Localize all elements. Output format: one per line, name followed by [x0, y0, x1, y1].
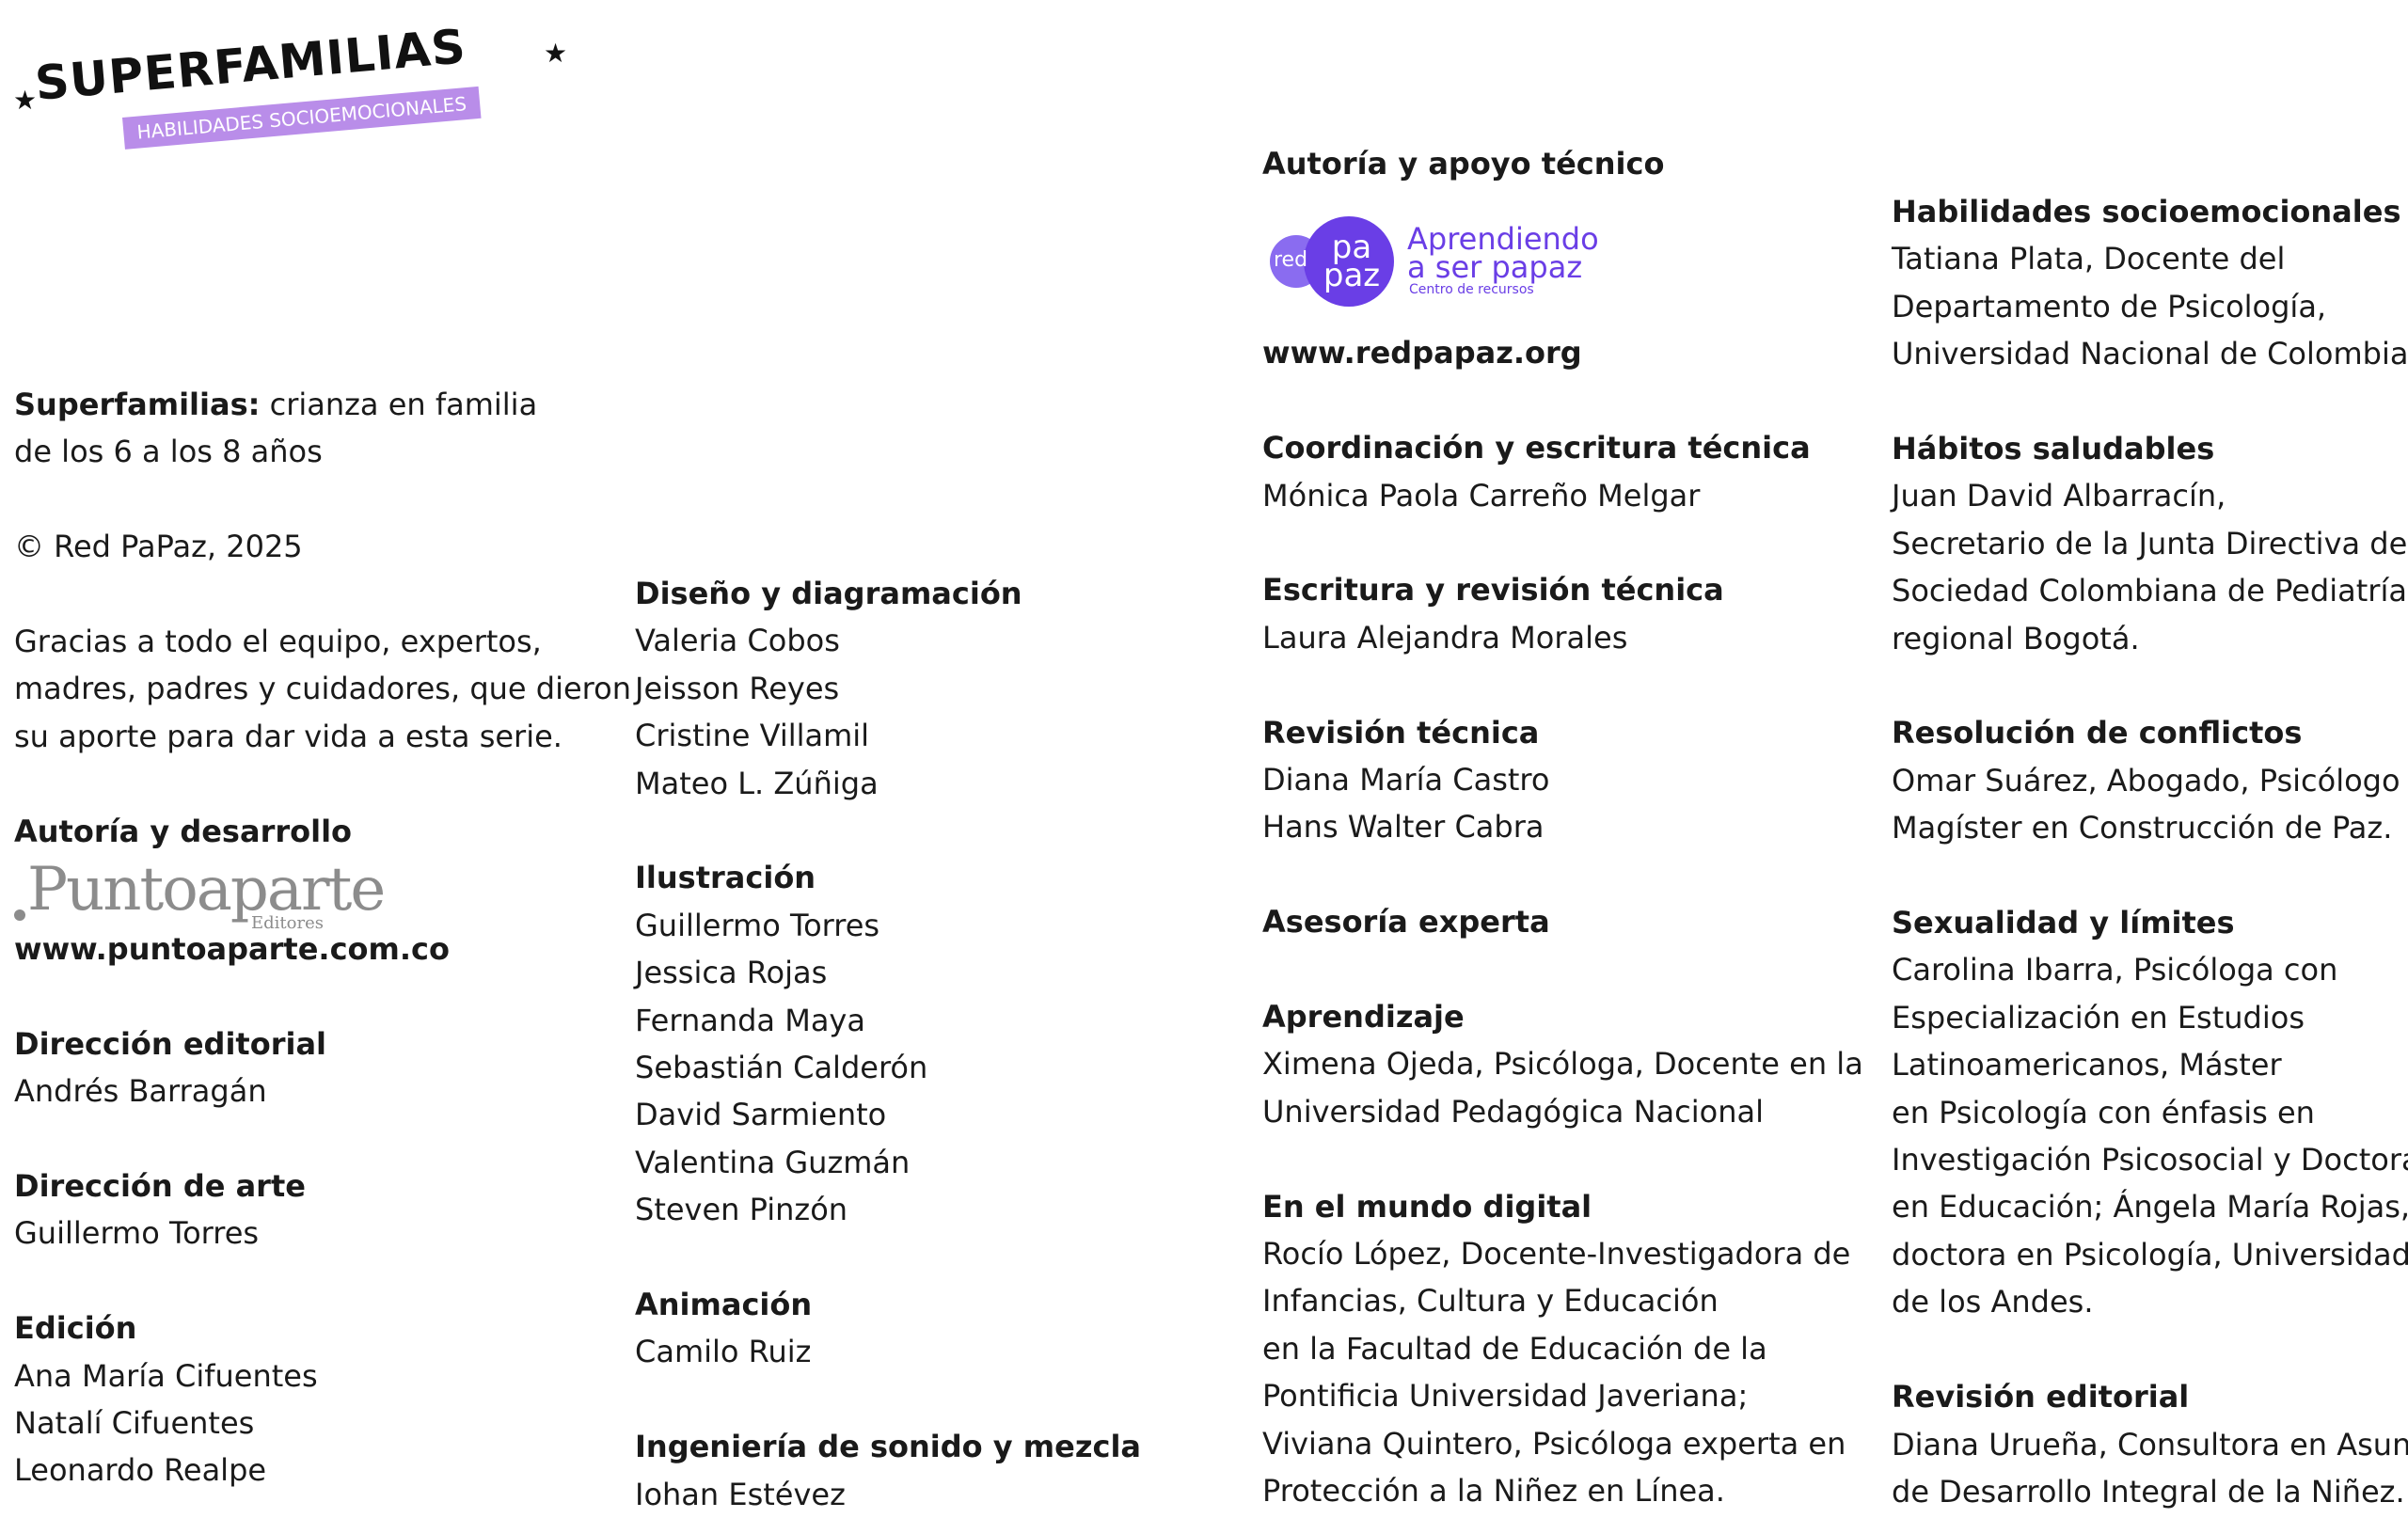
- redpapaz-logo: red pa paz Aprendiendo a ser papaz Centr…: [1262, 214, 1601, 308]
- habits-heading: Hábitos saludables: [1892, 431, 2215, 467]
- learning-line: Ximena Ojeda, Psicóloga, Docente en la: [1262, 1046, 1863, 1083]
- socioemotional-line: Tatiana Plata, Docente del: [1892, 241, 2286, 277]
- digital-line: Pontificia Universidad Javeriana;: [1262, 1378, 1749, 1415]
- edition-name: Natalí Cifuentes: [14, 1405, 255, 1442]
- logo-tagline-line1: Aprendiendo: [1407, 221, 1599, 257]
- logo-tagline-line2: a ser papaz: [1407, 249, 1583, 285]
- digital-line: Infancias, Cultura y Educación: [1262, 1283, 1719, 1320]
- editorial-review-heading: Revisión editorial: [1892, 1379, 2190, 1415]
- illustration-name: David Sarmiento: [635, 1097, 887, 1133]
- editorial-direction-heading: Dirección editorial: [14, 1025, 326, 1062]
- edition-name: Leonardo Realpe: [14, 1452, 267, 1489]
- conflict-heading: Resolución de conflictos: [1892, 715, 2303, 751]
- logo-tagline-line3: Centro de recursos: [1409, 282, 1534, 297]
- digital-line: Protección a la Niñez en Línea.: [1262, 1473, 1725, 1510]
- illustration-heading: Ilustración: [635, 860, 816, 896]
- puntoaparte-logo-sub: Editores: [251, 913, 324, 933]
- authorship-heading: Autoría y desarrollo: [14, 813, 353, 849]
- thanks-line: Gracias a todo el equipo, expertos,: [14, 624, 542, 659]
- technical-review-name: Diana María Castro: [1262, 762, 1550, 799]
- coordination-name: Mónica Paola Carreño Melgar: [1262, 477, 1701, 514]
- illustration-name: Fernanda Maya: [635, 1002, 865, 1038]
- sound-heading: Ingeniería de sonido y mezcla: [635, 1429, 1141, 1465]
- art-direction-name: Guillermo Torres: [14, 1215, 260, 1252]
- animation-heading: Animación: [635, 1287, 813, 1323]
- credits-column-4: Habilidades socioemocionales Tatiana Pla…: [1892, 188, 2408, 1515]
- socioemotional-line: Departamento de Psicología,: [1892, 288, 2327, 324]
- socioemotional-line: Universidad Nacional de Colombia.: [1892, 336, 2408, 372]
- habits-line: regional Bogotá.: [1892, 620, 2140, 656]
- habits-line: Sociedad Colombiana de Pediatría,: [1892, 573, 2408, 609]
- thanks-line: su aporte para dar vida a esta serie.: [14, 718, 562, 754]
- sexuality-line: Investigación Psicosocial y Doctora: [1892, 1142, 2408, 1178]
- book-title-bold: Superfamilias:: [14, 387, 261, 422]
- digital-line: en la Facultad de Educación de la: [1262, 1330, 1767, 1367]
- support-heading: Autoría y apoyo técnico: [1262, 146, 1665, 182]
- sexuality-line: en Psicología con énfasis en: [1892, 1094, 2315, 1131]
- star-icon: ★: [544, 38, 568, 69]
- technical-review-name: Hans Walter Cabra: [1262, 809, 1545, 846]
- design-name: Mateo L. Zúñiga: [635, 765, 879, 801]
- digital-heading: En el mundo digital: [1262, 1188, 1592, 1225]
- design-heading: Diseño y diagramación: [635, 576, 1022, 611]
- illustration-name: Jessica Rojas: [635, 955, 828, 991]
- superfamilias-logo: ★ SUPERFAMILIAS ★ HABILIDADES SOCIOEMOCI…: [9, 19, 574, 169]
- credits-column-1: Superfamilias: crianza en familia de los…: [14, 381, 631, 1494]
- sound-name: Iohan Estévez: [635, 1476, 846, 1512]
- art-direction-heading: Dirección de arte: [14, 1168, 306, 1205]
- logo-circle-large: [1304, 216, 1394, 307]
- sexuality-line: doctora en Psicología, Universidad: [1892, 1236, 2408, 1273]
- copyright: © Red PaPaz, 2025: [14, 529, 303, 565]
- design-name: Jeisson Reyes: [635, 670, 840, 706]
- habits-line: Secretario de la Junta Directiva de la: [1892, 525, 2408, 561]
- animation-name: Camilo Ruiz: [635, 1334, 812, 1370]
- editorial-review-line: Diana Urueña, Consultora en Asuntos: [1892, 1426, 2408, 1463]
- puntoaparte-logo: Puntoaparte Editores: [14, 855, 386, 936]
- design-name: Valeria Cobos: [635, 623, 840, 659]
- sexuality-line: Latinoamericanos, Máster: [1892, 1047, 2282, 1083]
- technical-review-heading: Revisión técnica: [1262, 714, 1540, 751]
- editorial-direction-name: Andrés Barragán: [14, 1073, 267, 1110]
- thanks-line: madres, padres y cuidadores, que dieron: [14, 671, 631, 707]
- sexuality-line: de los Andes.: [1892, 1284, 2094, 1320]
- writing-name: Laura Alejandra Morales: [1262, 619, 1628, 656]
- illustration-name: Valentina Guzmán: [635, 1144, 911, 1180]
- writing-heading: Escritura y revisión técnica: [1262, 572, 1724, 609]
- edition-heading: Edición: [14, 1310, 137, 1347]
- illustration-name: Guillermo Torres: [635, 907, 880, 943]
- dot-icon: [14, 909, 25, 921]
- learning-heading: Aprendizaje: [1262, 999, 1465, 1036]
- book-title: Superfamilias: crianza en familia: [14, 381, 578, 428]
- redpapaz-url[interactable]: www.redpapaz.org: [1262, 335, 1582, 372]
- star-icon: ★: [13, 85, 38, 116]
- conflict-line: Omar Suárez, Abogado, Psicólogo y: [1892, 762, 2408, 799]
- credits-column-2: Diseño y diagramación Valeria Cobos Jeis…: [635, 570, 1218, 1518]
- editorial-review-line: de Desarrollo Integral de la Niñez.: [1892, 1473, 2405, 1510]
- learning-line: Universidad Pedagógica Nacional: [1262, 1093, 1764, 1130]
- conflict-line: Magíster en Construcción de Paz.: [1892, 810, 2393, 846]
- design-name: Cristine Villamil: [635, 718, 870, 754]
- sexuality-line: Especialización en Estudios: [1892, 999, 2305, 1036]
- credits-column-3: Autoría y apoyo técnico www.redpapaz.org…: [1262, 140, 1863, 1514]
- illustration-name: Sebastián Calderón: [635, 1050, 928, 1086]
- logo-papaz-text: pa paz: [1323, 229, 1381, 294]
- sexuality-line: en Educación; Ángela María Rojas,: [1892, 1189, 2408, 1225]
- book-title-line2: de los 6 a los 8 años: [14, 434, 323, 470]
- sexuality-heading: Sexualidad y límites: [1892, 905, 2235, 941]
- sexuality-line: Carolina Ibarra, Psicóloga con: [1892, 952, 2338, 988]
- puntoaparte-logo-name: Puntoaparte: [27, 855, 386, 925]
- book-title-rest: crianza en familia: [260, 387, 538, 422]
- puntoaparte-url[interactable]: www.puntoaparte.com.co: [14, 931, 450, 968]
- habits-line: Juan David Albarracín,: [1892, 478, 2226, 514]
- digital-line: Rocío López, Docente-Investigadora de: [1262, 1236, 1851, 1273]
- digital-line: Viviana Quintero, Psicóloga experta en: [1262, 1425, 1846, 1462]
- expert-advice-heading: Asesoría experta: [1262, 904, 1550, 941]
- edition-name: Ana María Cifuentes: [14, 1357, 318, 1394]
- socioemotional-heading: Habilidades socioemocionales: [1892, 194, 2401, 229]
- illustration-name: Steven Pinzón: [635, 1192, 848, 1228]
- logo-red-text: red: [1274, 248, 1308, 272]
- coordination-heading: Coordinación y escritura técnica: [1262, 430, 1811, 466]
